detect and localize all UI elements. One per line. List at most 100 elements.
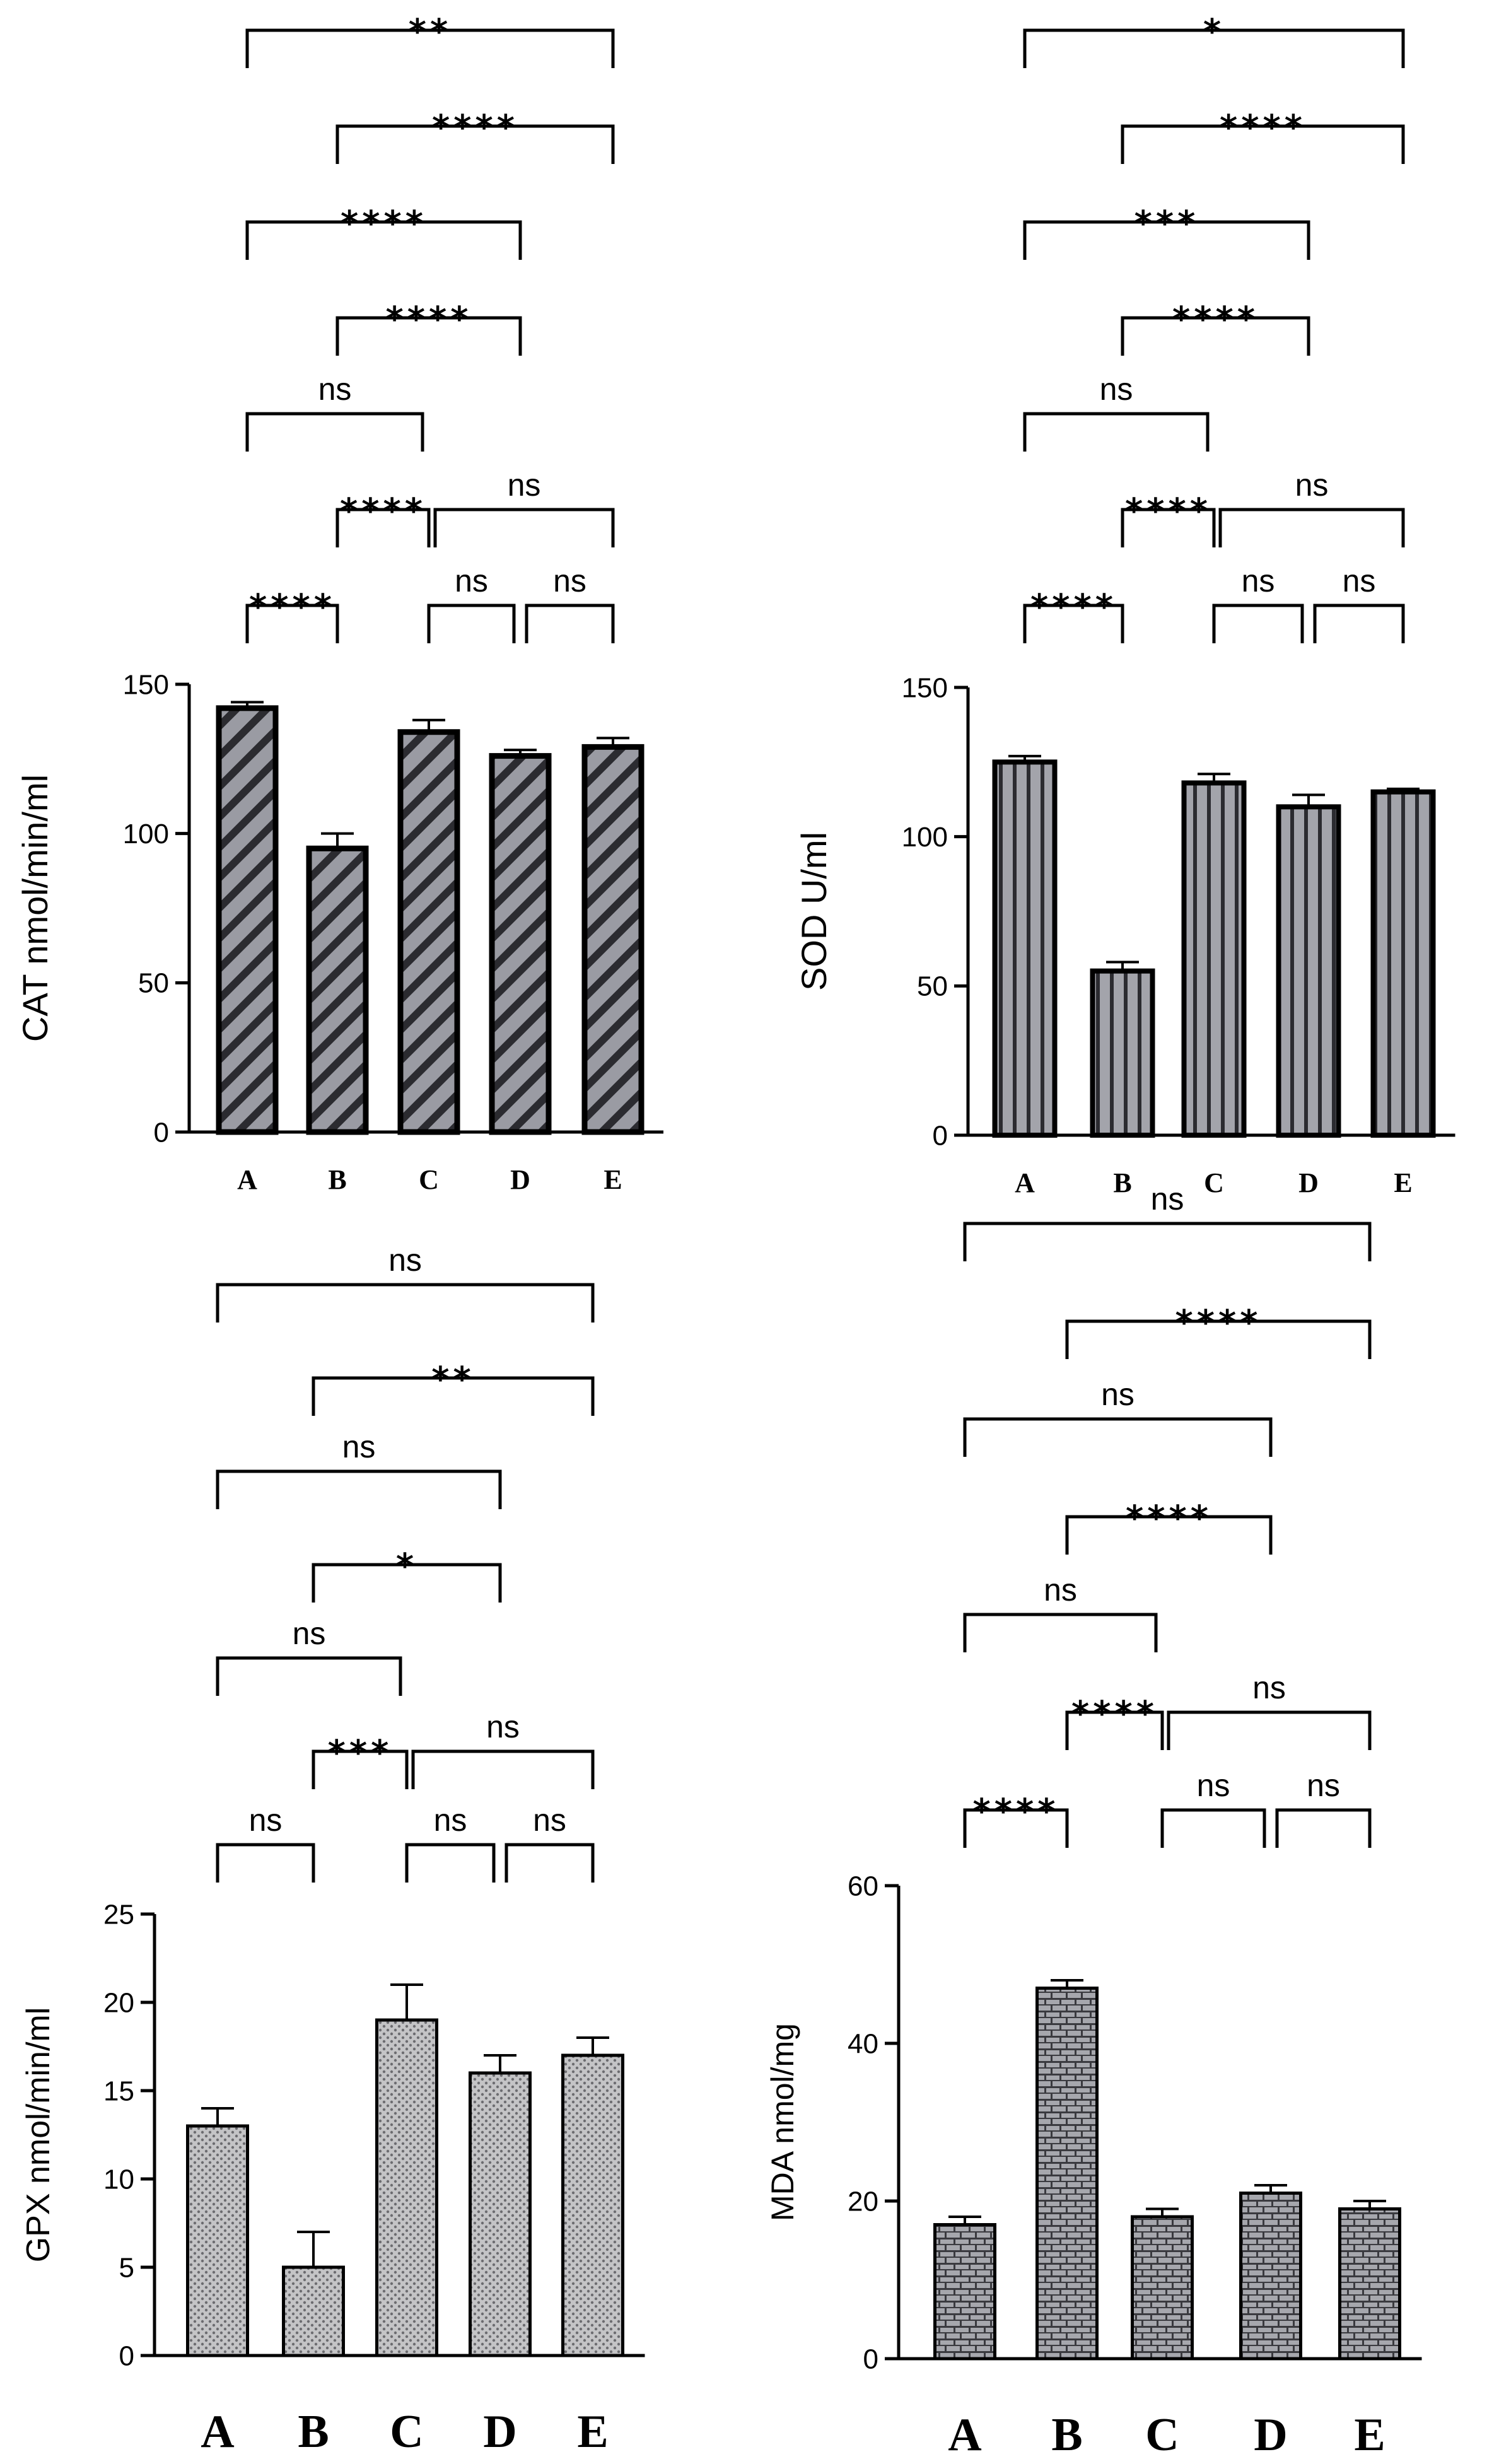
x-tick-label-c: C — [1145, 2409, 1179, 2461]
significance-bracket-b-d — [1065, 1515, 1273, 1555]
significance-label-a-d: ns — [1101, 1377, 1134, 1412]
significance-label-d-e: ns — [1343, 563, 1376, 598]
significance-bracket-a-e — [963, 1222, 1372, 1261]
significance-bracket-b-e — [312, 1376, 595, 1416]
significance-label-a-d: *** — [1134, 203, 1199, 243]
y-tick-label: 100 — [123, 819, 169, 850]
x-tick-label-b: B — [1113, 1167, 1131, 1198]
y-axis-label: GPX nmol/min/ml — [20, 2007, 57, 2263]
significance-bracket-b-c — [1065, 1710, 1164, 1750]
significance-bracket-b-d — [335, 316, 522, 356]
significance-label-d-e: ns — [533, 1802, 566, 1838]
significance-bracket-d-e — [1313, 604, 1405, 643]
significance-bracket-c-d — [1212, 604, 1304, 643]
bar-b — [1035, 1987, 1099, 2361]
significance-label-a-b: ns — [249, 1802, 283, 1838]
y-tick-label: 0 — [119, 2340, 134, 2371]
significance-label-a-e: ** — [409, 11, 452, 51]
significance-bracket-d-e — [1275, 1808, 1372, 1848]
significance-bracket-a-e — [1023, 28, 1405, 68]
y-axis-label: SOD U/ml — [794, 832, 834, 991]
y-tick-label: 40 — [848, 2028, 878, 2059]
significance-bracket-a-b — [216, 1843, 315, 1883]
bar-d — [489, 753, 552, 1135]
x-tick-label-a: A — [237, 1164, 257, 1195]
bar-b — [282, 2265, 345, 2357]
y-tick-label: 50 — [138, 968, 169, 999]
significance-label-d-e: ns — [1307, 1768, 1340, 1803]
significance-label-c-d: ns — [1197, 1768, 1230, 1803]
significance-label-a-c: ns — [293, 1616, 326, 1651]
x-tick-label-d: D — [1298, 1167, 1319, 1198]
significance-bracket-a-b — [1023, 604, 1124, 643]
bar-c — [1131, 2215, 1194, 2361]
bar-e — [561, 2053, 624, 2357]
bar-e — [581, 744, 645, 1135]
significance-label-a-b: **** — [973, 1791, 1059, 1831]
significance-bracket-d-e — [505, 1843, 595, 1883]
significance-label-b-e: ** — [431, 1359, 474, 1399]
significance-label-b-e: **** — [432, 107, 518, 147]
significance-label-a-b: **** — [249, 587, 335, 626]
y-tick-label: 0 — [154, 1117, 169, 1148]
significance-label-a-d: **** — [341, 203, 427, 243]
y-tick-label: 10 — [103, 2164, 134, 2195]
significance-label-b-c: **** — [1125, 491, 1211, 530]
x-tick-label-d: D — [483, 2406, 516, 2458]
bar-a — [992, 759, 1058, 1138]
x-tick-label-b: B — [1051, 2409, 1082, 2461]
significance-label-a-c: ns — [1100, 371, 1133, 407]
significance-label-a-b: **** — [1030, 587, 1117, 626]
y-tick-label: 20 — [848, 2186, 878, 2217]
x-tick-label-c: C — [419, 1164, 439, 1195]
significance-bracket-b-e — [335, 124, 615, 164]
significance-label-b-c: *** — [328, 1732, 393, 1772]
x-tick-label-e: E — [1354, 2409, 1385, 2461]
significance-bracket-d-e — [525, 604, 615, 643]
y-tick-label: 100 — [902, 822, 948, 853]
y-axis-label: CAT nmol/min/ml — [15, 774, 55, 1042]
significance-bracket-a-d — [245, 220, 522, 260]
bar-c — [375, 2018, 438, 2357]
x-tick-label-c: C — [1204, 1167, 1224, 1198]
significance-label-b-d: * — [396, 1546, 417, 1585]
significance-bracket-c-e — [433, 508, 615, 547]
bar-a — [216, 705, 279, 1135]
x-tick-label-c: C — [390, 2406, 423, 2458]
significance-label-a-e: ns — [1151, 1181, 1184, 1217]
bar-b — [306, 845, 369, 1135]
significance-label-c-e: ns — [508, 467, 541, 503]
y-tick-label: 20 — [103, 1987, 134, 2018]
significance-label-b-d: **** — [386, 299, 472, 339]
significance-bracket-a-b — [245, 604, 339, 643]
significance-bracket-a-e — [216, 1283, 595, 1323]
significance-bracket-a-d — [1023, 220, 1310, 260]
significance-bracket-b-d — [1121, 316, 1310, 356]
y-tick-label: 5 — [119, 2252, 134, 2283]
significance-bracket-c-d — [405, 1843, 496, 1883]
bar-d — [1239, 2192, 1302, 2361]
y-tick-label: 15 — [103, 2076, 134, 2106]
x-tick-label-e: E — [577, 2406, 608, 2458]
y-tick-label: 0 — [863, 2344, 878, 2374]
significance-bracket-b-e — [1065, 1319, 1372, 1359]
bar-a — [933, 2223, 996, 2361]
significance-label-a-c: ns — [318, 371, 352, 407]
x-tick-label-b: B — [298, 2406, 329, 2458]
bar-d — [469, 2071, 532, 2357]
significance-bracket-c-d — [1160, 1808, 1266, 1848]
significance-bracket-c-e — [411, 1749, 595, 1789]
bar-a — [186, 2124, 249, 2357]
significance-label-b-c: **** — [1071, 1693, 1158, 1733]
significance-label-d-e: ns — [553, 563, 586, 598]
bar-c — [1181, 780, 1247, 1138]
significance-bracket-a-d — [216, 1469, 502, 1509]
significance-label-b-d: **** — [1172, 299, 1259, 339]
significance-bracket-c-e — [1218, 508, 1405, 547]
significance-label-a-d: ns — [342, 1429, 376, 1464]
significance-label-a-e: * — [1203, 11, 1225, 51]
significance-bracket-a-c — [245, 412, 424, 452]
